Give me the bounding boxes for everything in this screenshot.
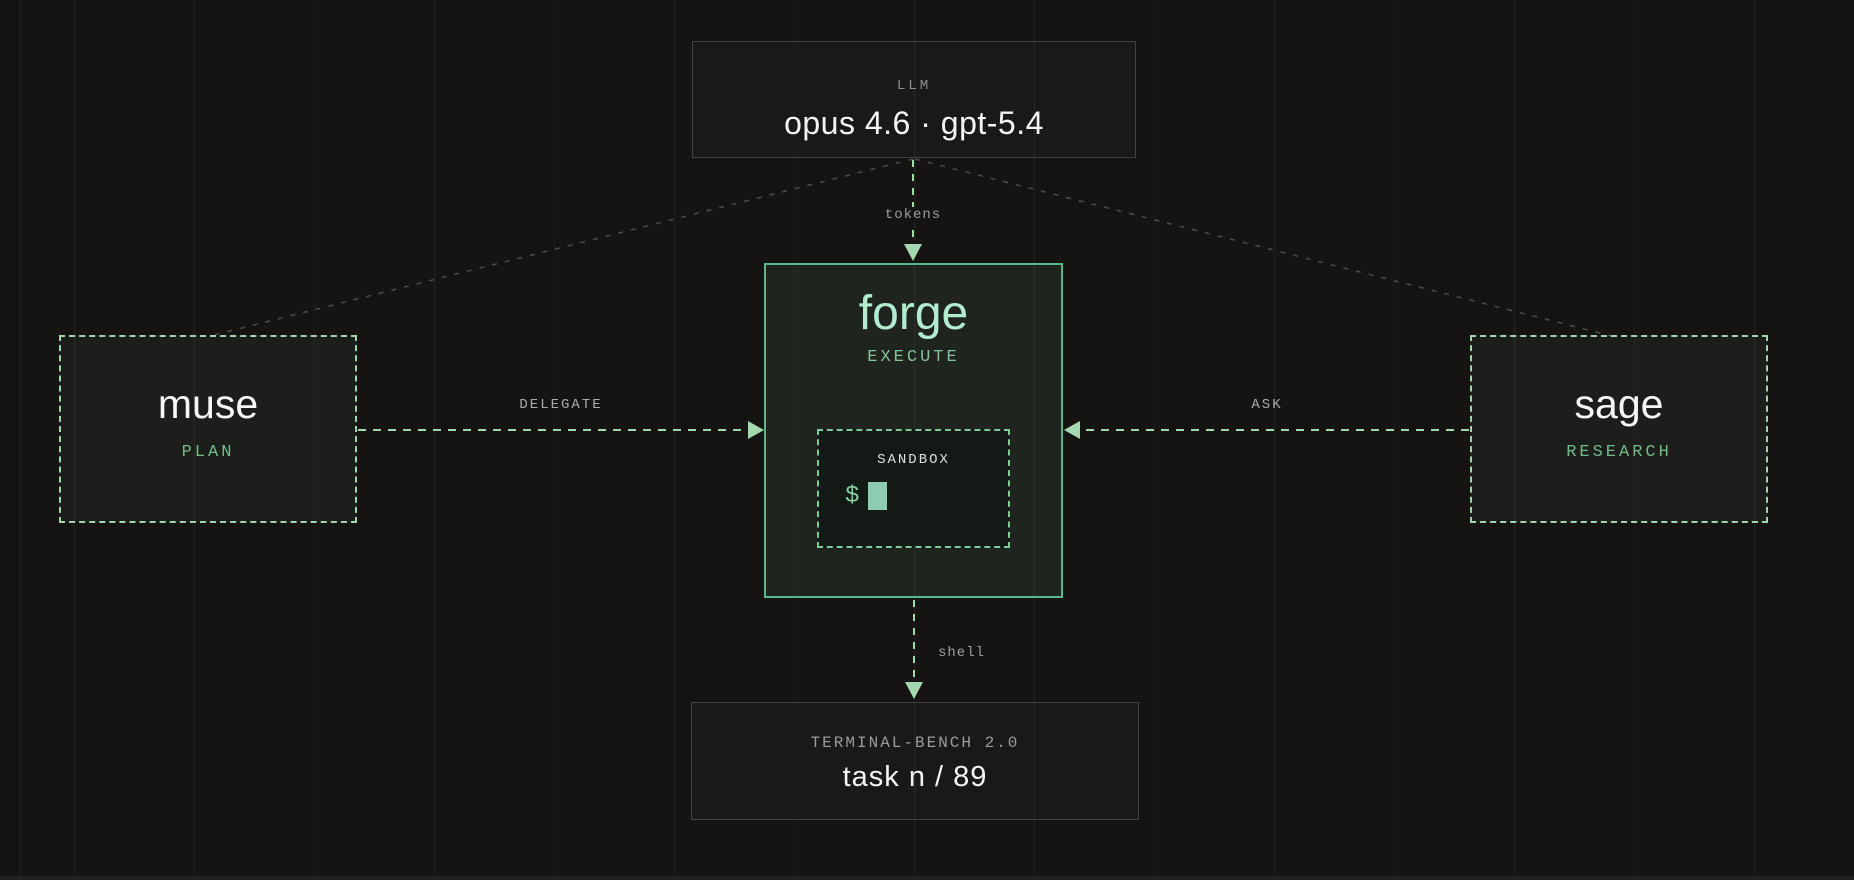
llm-kicker: LLM	[896, 78, 932, 94]
sage-role-label: RESEARCH	[1566, 443, 1672, 462]
forge-role-label: EXECUTE	[867, 348, 960, 367]
sandbox-panel: SANDBOX $	[817, 429, 1010, 548]
terminal-cursor	[868, 482, 888, 510]
terminal-bench-kicker: TERMINAL-BENCH 2.0	[810, 734, 1020, 752]
node-forge: forge EXECUTE SANDBOX $	[764, 263, 1063, 598]
prompt-symbol: $	[845, 482, 860, 510]
sandbox-label: SANDBOX	[877, 452, 950, 468]
bottom-edge-highlight	[0, 876, 1854, 880]
llm-model-names: opus 4.6 · gpt-5.4	[784, 105, 1044, 141]
node-terminal-bench: TERMINAL-BENCH 2.0 task n / 89	[691, 702, 1139, 820]
node-sage: sage RESEARCH	[1470, 335, 1768, 523]
node-llm: LLM opus 4.6 · gpt-5.4	[692, 41, 1136, 158]
sage-title: sage	[1574, 381, 1664, 427]
muse-title: muse	[157, 381, 259, 427]
edge-label-delegate: DELEGATE	[519, 397, 603, 413]
muse-role-label: PLAN	[181, 443, 235, 462]
task-progress: task n / 89	[842, 761, 988, 793]
edge-label-shell: shell	[938, 645, 986, 661]
forge-title: forge	[858, 287, 969, 340]
edge-label-tokens: tokens	[876, 207, 950, 223]
edge-label-ask: ASK	[1251, 397, 1283, 413]
node-muse: muse PLAN	[59, 335, 357, 523]
terminal-prompt: $	[845, 482, 1008, 510]
